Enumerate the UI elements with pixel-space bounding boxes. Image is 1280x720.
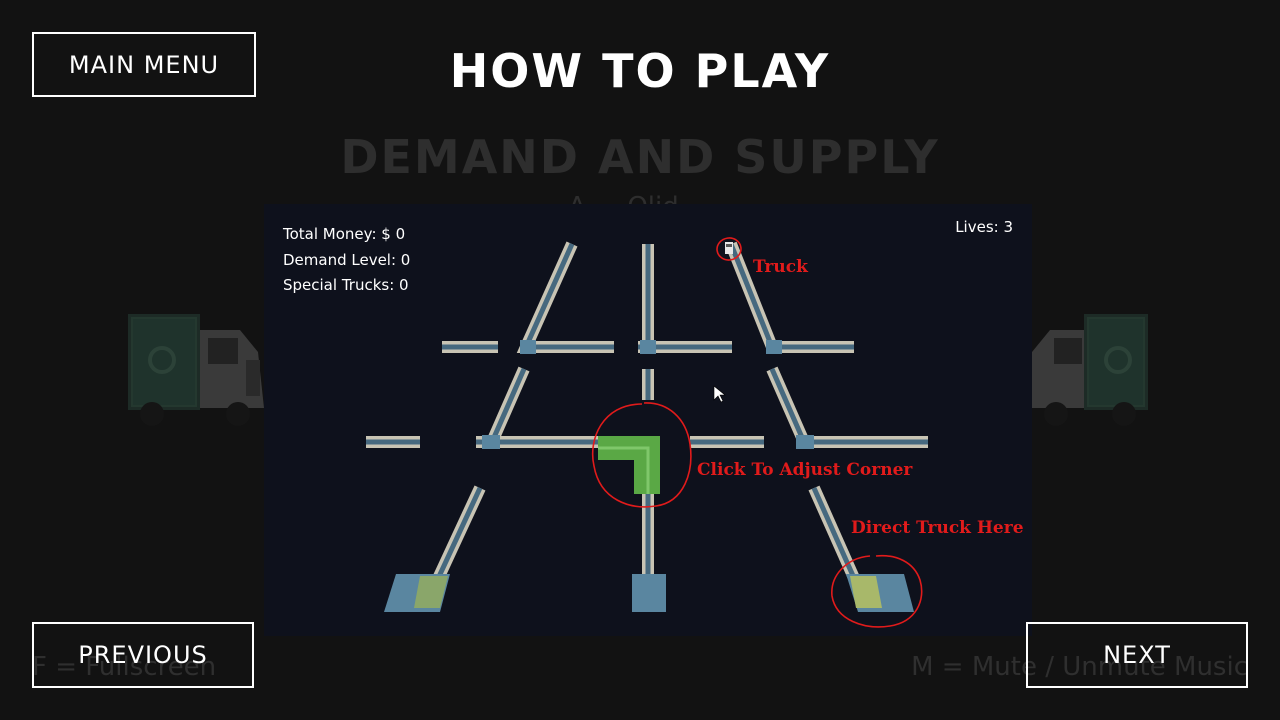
- adjust-corner-annotation: Click To Adjust Corner: [697, 460, 913, 480]
- special-trucks-label: Special Trucks: 0: [283, 276, 409, 294]
- truck-annotation: Truck: [753, 257, 808, 277]
- mouse-cursor-icon: [713, 385, 726, 403]
- depot-right: [846, 574, 914, 612]
- tutorial-screenshot: Total Money: $ 0 Demand Level: 0 Special…: [264, 204, 1032, 636]
- page-title: HOW TO PLAY: [449, 44, 831, 98]
- direct-truck-annotation: Direct Truck Here: [851, 518, 1024, 538]
- previous-button[interactable]: PREVIOUS: [32, 622, 254, 688]
- total-money-label: Total Money: $ 0: [283, 225, 406, 243]
- truck-illustration-left: [128, 314, 264, 426]
- road-map: [366, 237, 928, 628]
- truck-sprite: [725, 242, 733, 254]
- road-centers: [366, 242, 928, 598]
- mute-hint: M = Mute / Unmute Music: [911, 652, 1248, 682]
- lives-label: Lives: 3: [955, 218, 1013, 236]
- intersection-tiles: [482, 340, 814, 449]
- main-menu-button[interactable]: MAIN MENU: [32, 32, 256, 97]
- fullscreen-hint: F = Fullscreen: [32, 652, 217, 682]
- truck-illustration-right: [1032, 314, 1148, 426]
- hud-stats: Total Money: $ 0 Demand Level: 0 Special…: [283, 222, 410, 299]
- depot-left: [384, 574, 450, 612]
- depot-center: [632, 574, 666, 612]
- next-button[interactable]: NEXT: [1026, 622, 1248, 688]
- annotation-circles: [591, 237, 923, 628]
- adjustable-corner-tile: [598, 436, 660, 494]
- background-game-title: DEMAND AND SUPPLY: [340, 130, 940, 184]
- demand-level-label: Demand Level: 0: [283, 250, 411, 269]
